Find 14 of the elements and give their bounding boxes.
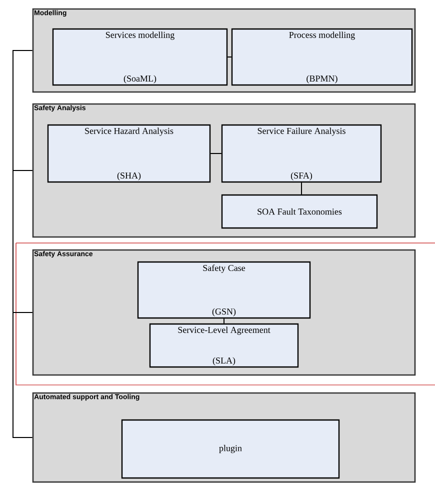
bus-connector: [12, 170, 33, 313]
process-box: Safety Case (GSN): [137, 261, 311, 319]
process-box: Services modelling (SoaML): [52, 28, 228, 86]
process-box: SOA Fault Taxonomies: [221, 194, 378, 229]
process-box: Service Hazard Analysis (SHA): [47, 124, 211, 183]
process-box: Service Failure Analysis (SFA): [221, 124, 382, 183]
process-box: Process modelling (BPMN): [231, 28, 413, 86]
connector-line: [210, 153, 222, 154]
bus-connector: [12, 50, 33, 171]
connector-line: [301, 182, 302, 195]
connector-line: [227, 56, 232, 58]
process-box: plugin: [121, 419, 340, 479]
bus-connector: [12, 312, 33, 438]
process-box: Service-Level Agreement (SLA): [149, 323, 299, 368]
